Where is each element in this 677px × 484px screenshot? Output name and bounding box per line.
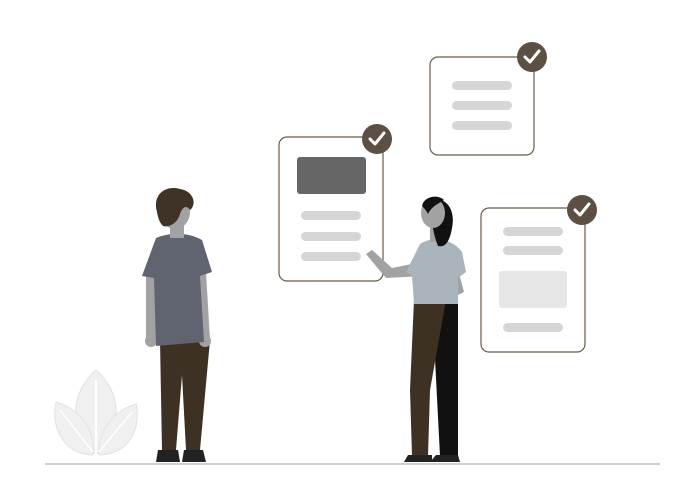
check-icon [362,124,392,154]
plant-leaves [54,369,138,456]
card-top [429,42,547,156]
woman-pointing [366,196,466,462]
man-standing [142,188,212,462]
check-icon [517,42,547,72]
check-icon [567,195,597,225]
card-left [278,124,392,282]
card-right [480,195,597,353]
